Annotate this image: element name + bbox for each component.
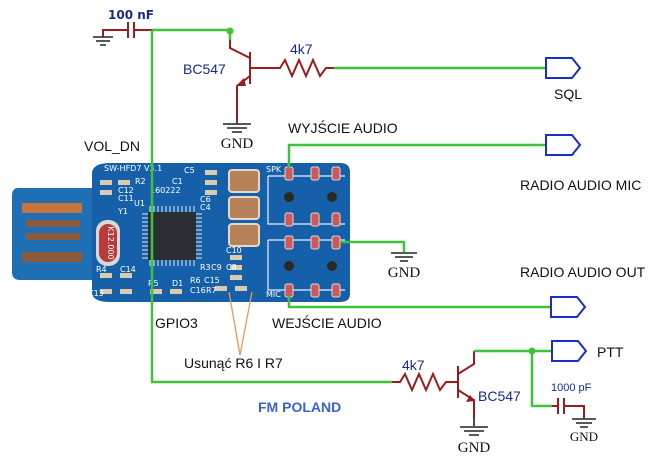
jack-pads bbox=[284, 166, 341, 298]
silk-spk: SPK bbox=[266, 165, 282, 174]
ic-u1 bbox=[148, 212, 196, 260]
silk-c15: C15 bbox=[204, 276, 220, 285]
transistor-bottom-bc547 bbox=[456, 351, 475, 418]
gnd-jack-label: GND bbox=[388, 265, 421, 281]
silk-c1: C1 bbox=[172, 177, 183, 186]
silk-u1: U1 bbox=[134, 199, 145, 208]
wire-vol-dn-top bbox=[152, 28, 232, 40]
net-gpio3-label: GPIO3 bbox=[155, 315, 198, 331]
net-vol-dn-label: VOL_DN bbox=[84, 138, 140, 154]
resistor-top-4k7 bbox=[273, 57, 334, 79]
wire-vol-dn-gpio3 bbox=[150, 30, 392, 384]
resistor-bottom-label: 4k7 bbox=[402, 357, 425, 373]
smd-parts bbox=[100, 170, 247, 294]
port-radio-audio-out[interactable] bbox=[550, 296, 587, 318]
crystal-label: K12.000 bbox=[106, 226, 115, 259]
pcb-board bbox=[92, 163, 350, 302]
wire-wejscie-audio bbox=[287, 296, 551, 309]
junction-dot bbox=[226, 27, 234, 35]
silk-c5: C5 bbox=[184, 166, 195, 175]
silk-c12: C12 bbox=[118, 186, 134, 195]
date-code: 160222 bbox=[150, 186, 181, 195]
wire-wyjscie-audio bbox=[287, 143, 546, 168]
port-sql-label: SQL bbox=[554, 86, 582, 102]
port-radio-audio-mic-label: RADIO AUDIO MIC bbox=[520, 177, 641, 193]
ground-symbol bbox=[460, 418, 488, 436]
net-wejscie-audio-label: WEJŚCIE AUDIO bbox=[272, 314, 382, 331]
silk-c13: C13 bbox=[88, 289, 104, 298]
port-radio-audio-out-label: RADIO AUDIO OUT bbox=[520, 264, 646, 280]
silk-r4: R4 bbox=[96, 265, 107, 274]
silk-c11: C11 bbox=[118, 194, 134, 203]
silk-c6: C6 bbox=[200, 195, 211, 204]
usb-contact bbox=[22, 203, 82, 213]
silk-r3: R3 bbox=[200, 263, 211, 272]
resistor-bottom-4k7 bbox=[392, 371, 456, 393]
silk-mic: MIC bbox=[266, 290, 281, 299]
ground-symbol bbox=[223, 120, 251, 133]
cap-bottom-value: 1000 pF bbox=[551, 382, 592, 394]
port-ptt-label: PTT bbox=[597, 344, 624, 360]
silk-d1: D1 bbox=[172, 279, 183, 288]
usb-contact bbox=[26, 220, 80, 227]
silk-r5: R5 bbox=[148, 279, 159, 288]
gnd-bottom-label: GND bbox=[458, 440, 491, 456]
silk-c10: C10 bbox=[226, 246, 242, 255]
capacitor-smd bbox=[228, 196, 260, 220]
silk-y1: Y1 bbox=[117, 207, 128, 216]
crystal-body bbox=[99, 224, 117, 262]
silk-c14: C14 bbox=[120, 265, 136, 274]
cap-1000pf bbox=[552, 398, 585, 418]
cap-top-value: 100 nF bbox=[108, 8, 154, 22]
silk-r6: R6 bbox=[190, 276, 201, 285]
silk-r2: R2 bbox=[135, 177, 146, 186]
port-radio-audio-mic[interactable] bbox=[545, 134, 582, 156]
capacitor-smd bbox=[228, 169, 260, 193]
usb-contact bbox=[26, 233, 80, 240]
silk-c8: C8 bbox=[226, 263, 237, 272]
silk-c9: C9 bbox=[211, 263, 222, 272]
ic-pins bbox=[142, 206, 202, 266]
brand-title: FM POLAND bbox=[258, 399, 341, 415]
gnd-top-label: GND bbox=[221, 136, 254, 152]
resistor-top-label: 4k7 bbox=[290, 41, 313, 57]
ground-symbol bbox=[391, 252, 417, 262]
ground-symbol bbox=[572, 418, 596, 428]
usb-contact bbox=[22, 252, 82, 262]
transistor-top-bc547 bbox=[229, 40, 273, 120]
board-label: SW-HFD7 V3.1 bbox=[104, 164, 162, 173]
silk-c16: C16 bbox=[190, 286, 206, 295]
gnd-cap-bottom-label: GND bbox=[570, 429, 598, 444]
port-sql[interactable] bbox=[545, 57, 582, 79]
transistor-bottom-label: BC547 bbox=[478, 388, 521, 404]
net-wyjscie-audio-label: WYJŚCIE AUDIO bbox=[288, 119, 398, 136]
usb-sound-card-pcb: K12.000 SW-HFD7 V3.1 160222 C5 R bbox=[12, 163, 350, 302]
silk-c4: C4 bbox=[200, 203, 211, 212]
wire-jack-gnd bbox=[340, 240, 406, 252]
cap-100nf bbox=[93, 22, 152, 46]
note-pointer-lines bbox=[228, 291, 253, 356]
transistor-top-label: BC547 bbox=[183, 61, 226, 77]
port-ptt[interactable] bbox=[551, 340, 588, 362]
note-remove-r6-r7: Usunąć R6 I R7 bbox=[184, 355, 283, 371]
silk-r7: R7 bbox=[206, 286, 217, 295]
wire-ptt-cap bbox=[530, 351, 552, 408]
ground-symbol bbox=[93, 36, 113, 46]
capacitor-smd bbox=[228, 223, 260, 247]
